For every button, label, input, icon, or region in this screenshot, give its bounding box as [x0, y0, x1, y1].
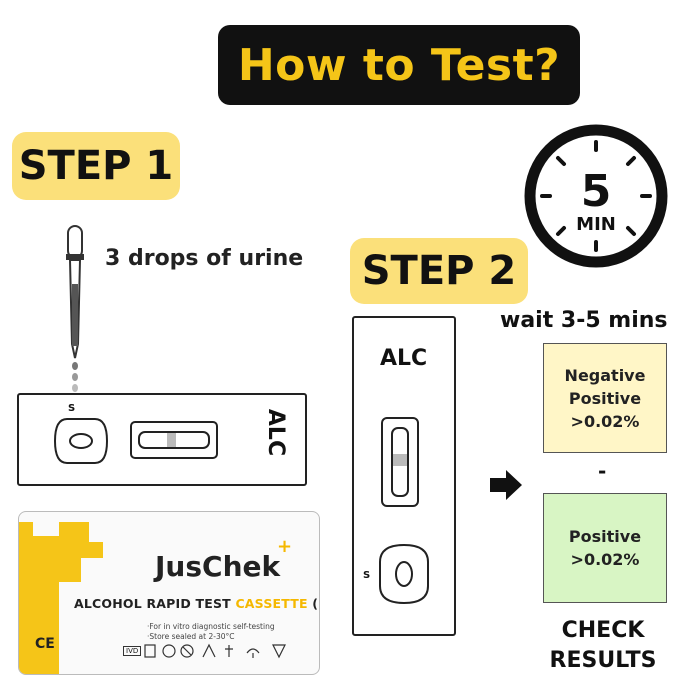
- cassette-label-vertical: ALC: [380, 346, 428, 371]
- result-separator: -: [598, 459, 607, 483]
- page-title: How to Test?: [237, 39, 561, 91]
- package-note-1: ·For in vitro diagnostic self-testing: [147, 622, 275, 631]
- result-window-vertical-icon: [381, 417, 419, 507]
- product-package: JusChek + ALCOHOL RAPID TEST CASSETTE (U…: [18, 511, 320, 675]
- brand-name: JusChek: [155, 550, 281, 583]
- title-banner: How to Test?: [218, 25, 580, 105]
- product-name: ALCOHOL RAPID TEST CASSETTE (URINE): [74, 596, 319, 611]
- sample-well-vertical-icon: [379, 543, 429, 605]
- step1-badge: STEP 1: [12, 132, 180, 200]
- arrow-right-icon: [490, 470, 522, 500]
- ce-mark: CE: [35, 636, 55, 652]
- timer-unit: MIN: [576, 214, 616, 235]
- dropper-icon: [66, 225, 84, 392]
- check-results-label: CHECK RESULTS: [528, 616, 678, 676]
- package-symbols-icon: [144, 643, 286, 659]
- sample-label-vertical: S: [363, 570, 371, 581]
- negative-line-1: Negative: [564, 365, 646, 385]
- cassette-label-horizontal: ALC: [263, 408, 289, 457]
- ivd-mark: IVD: [123, 646, 142, 656]
- stopwatch-icon: 5 MIN: [524, 124, 668, 268]
- sample-well-icon: [53, 418, 109, 464]
- drops-instruction: 3 drops of urine: [105, 246, 304, 271]
- brand-logo: JusChek +: [155, 536, 292, 583]
- product-name-part2: CASSETTE: [235, 596, 308, 611]
- timer-value: 5: [581, 166, 612, 217]
- wait-instruction: wait 3-5 mins: [500, 308, 668, 333]
- horizontal-cassette: S: [17, 393, 307, 486]
- check-results-line-1: CHECK: [561, 618, 645, 643]
- positive-line-2: >0.02%: [570, 550, 640, 569]
- product-name-part3: (URINE): [312, 596, 319, 611]
- negative-line-2: Positive: [568, 388, 642, 408]
- product-name-part1: ALCOHOL RAPID TEST: [74, 596, 236, 611]
- package-yellow-graphic: [19, 522, 103, 674]
- step2-badge: STEP 2: [350, 238, 528, 304]
- brand-mark: +: [277, 536, 293, 557]
- result-window-icon: [130, 421, 218, 459]
- positive-line-1: Positive: [568, 527, 642, 546]
- positive-result-box: Positive >0.02%: [543, 493, 667, 603]
- sample-label: S: [68, 403, 76, 414]
- check-results-line-2: RESULTS: [549, 648, 657, 673]
- package-note-2: ·Store sealed at 2-30°C: [147, 632, 235, 641]
- negative-result-box: Negative Positive >0.02%: [543, 343, 667, 453]
- negative-line-3: >0.02%: [570, 411, 640, 431]
